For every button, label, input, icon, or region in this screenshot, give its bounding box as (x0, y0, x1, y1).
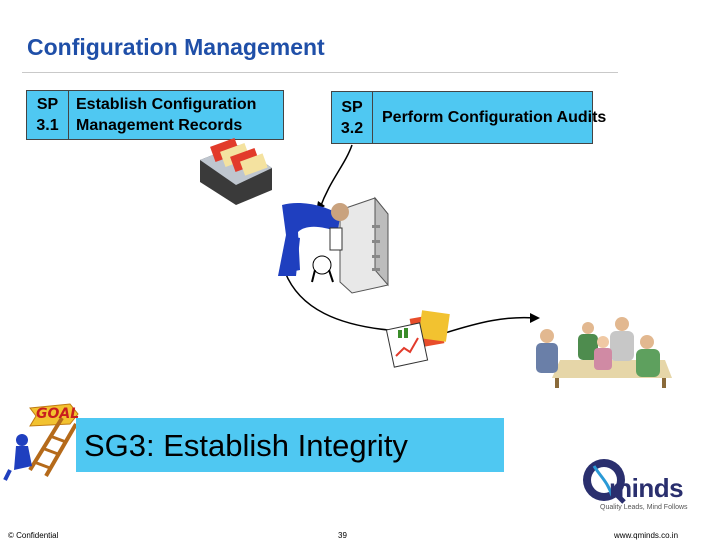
arrow-worker-to-charts (284, 271, 389, 331)
worker-at-cabinet-icon (278, 196, 389, 294)
card-file-icon (200, 138, 272, 205)
goal-text: SG3: Establish Integrity (84, 428, 408, 463)
arrow-sp32-to-worker (319, 144, 353, 209)
goal-badge-label: GOAL (36, 406, 80, 422)
sp-3-1-text: Establish Configuration Management Recor… (76, 96, 257, 134)
footer-confidential: © Confidential (8, 531, 59, 540)
footer-page-number: 39 (338, 531, 347, 540)
goal-ladder-icon (3, 403, 79, 481)
footer-url[interactable]: www.qminds.co.in (614, 531, 679, 540)
logo-tagline: Quality Leads, Mind Follows (600, 504, 688, 511)
meeting-people-icon (536, 317, 672, 388)
logo-wordmark: minds (609, 473, 684, 503)
goal-banner (76, 418, 504, 472)
page-title: Configuration Management (27, 34, 325, 60)
qminds-logo (583, 459, 626, 504)
sp-3-2-text: Perform Configuration Audits (382, 109, 607, 126)
arrow-charts-to-meeting (444, 316, 536, 334)
charts-icon (385, 310, 450, 368)
title-divider (22, 72, 618, 73)
